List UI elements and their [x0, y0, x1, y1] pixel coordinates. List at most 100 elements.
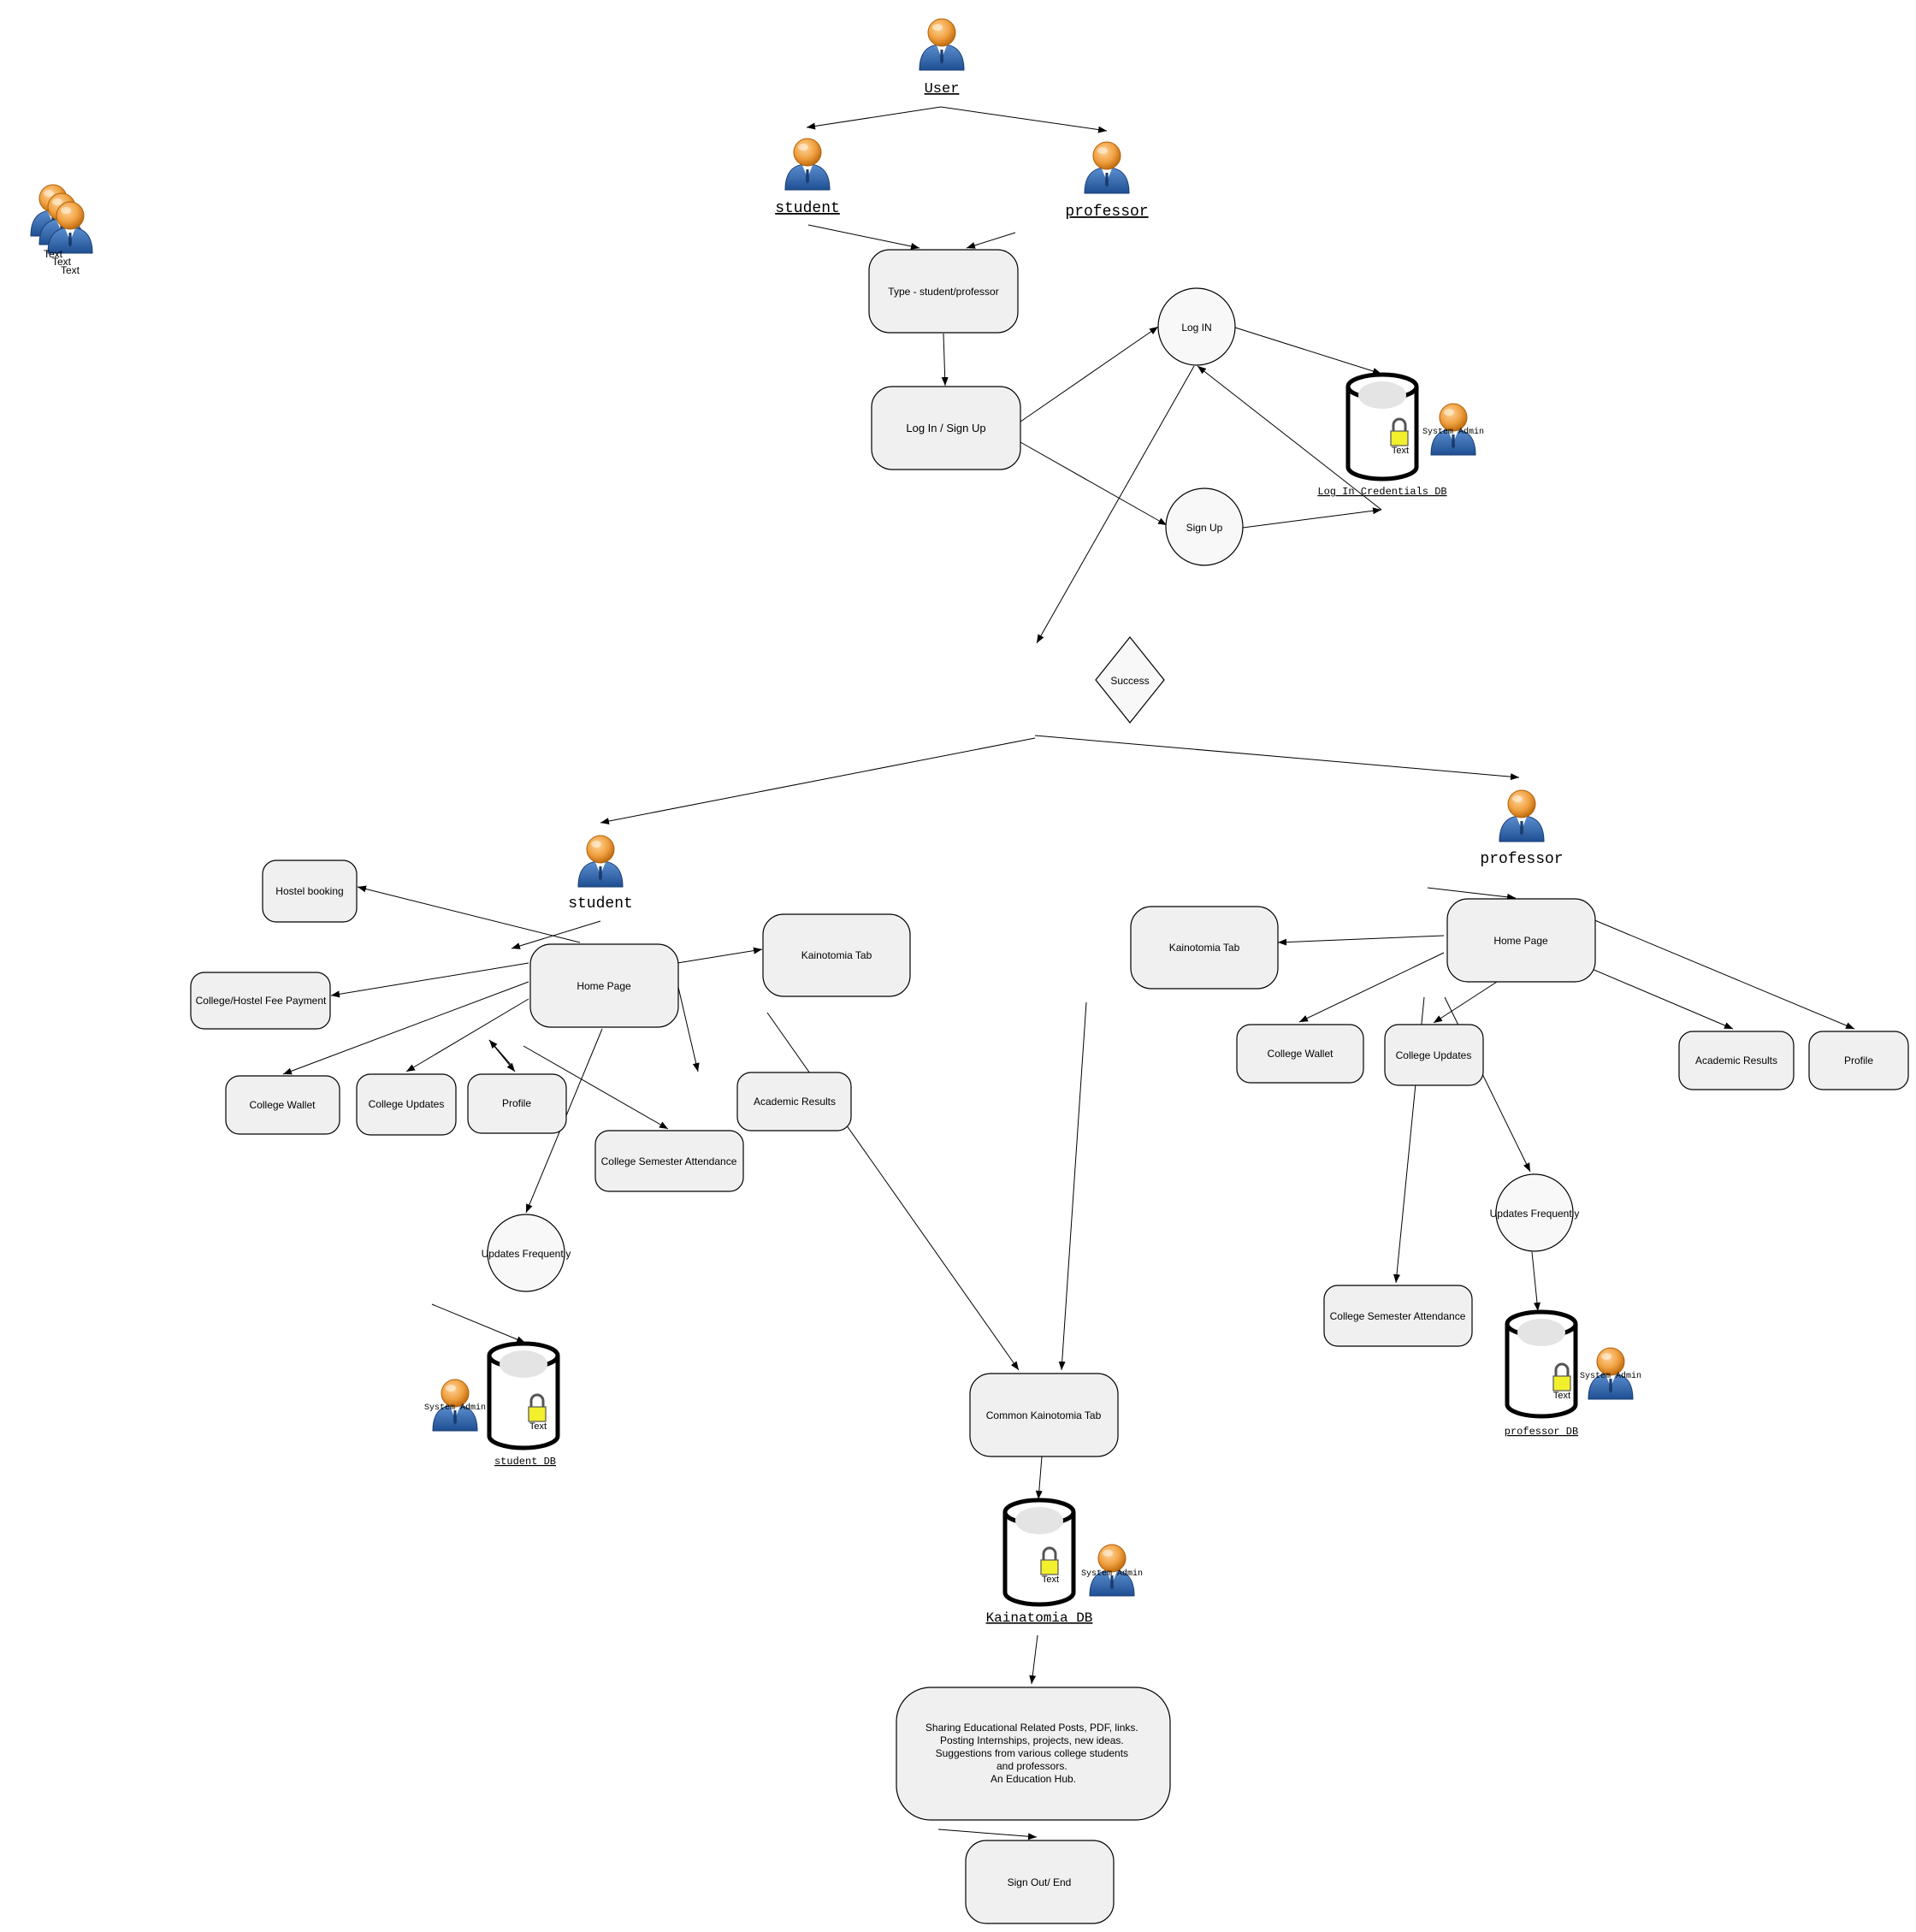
sharing-line: Sharing Educational Related Posts, PDF, … — [925, 1722, 1138, 1734]
connector-lines — [282, 106, 1855, 1840]
student-kainotomia-text: Kainotomia Tab — [801, 949, 872, 961]
professor-person-icon-2 — [1499, 789, 1545, 842]
edge-phome-wallet — [1298, 952, 1445, 1023]
edge-professor-home — [1427, 887, 1517, 901]
student-db: Text student DB — [487, 1341, 560, 1468]
edge-student-home — [511, 920, 601, 949]
professor-attendance-text: College Semester Attendance — [1330, 1310, 1466, 1322]
sharing-text: Sharing Educational Related Posts, PDF, … — [925, 1722, 1141, 1785]
professor-results-text: Academic Results — [1695, 1055, 1777, 1066]
hostel-booking-text: Hostel booking — [275, 885, 343, 897]
login-node[interactable]: Log IN — [1157, 287, 1236, 366]
professor-updfreq-text: Updates Frequently — [1490, 1208, 1580, 1220]
edge-home-hostel — [357, 885, 581, 943]
student-label-top: student — [775, 200, 840, 217]
db-cylinder-shade — [500, 1350, 547, 1378]
db-cylinder-shade — [1015, 1507, 1063, 1534]
kainatomia-admin-label: System Admin — [1081, 1569, 1143, 1579]
student-updates-box[interactable]: College Updates — [356, 1073, 457, 1136]
sign-out-text: Sign Out/ End — [1008, 1876, 1072, 1888]
edge-login-success — [1036, 365, 1195, 644]
hostel-booking-box[interactable]: Hostel booking — [262, 860, 358, 923]
professor-profile-box[interactable]: Profile — [1808, 1031, 1909, 1090]
professor-wallet-box[interactable]: College Wallet — [1236, 1024, 1364, 1084]
edge-type-login-signup — [941, 333, 949, 387]
credentials-db: Text Log In Credentials DB — [1317, 372, 1447, 498]
sharing-line: Posting Internships, projects, new ideas… — [940, 1734, 1124, 1746]
edge-db-sharing — [1029, 1634, 1038, 1685]
common-kainotomia-text: Common Kainotomia Tab — [986, 1409, 1102, 1421]
student-actor-top: student — [775, 138, 840, 217]
credentials-admin: System Admin — [1422, 403, 1484, 456]
student-home-box[interactable]: Home Page — [529, 943, 679, 1028]
professor-kainotomia-box[interactable]: Kainotomia Tab — [1130, 906, 1279, 990]
professor-updfreq-node[interactable]: Updates Frequently — [1490, 1173, 1580, 1252]
professor-db-label: professor DB — [1505, 1426, 1578, 1438]
edge-to-login — [1020, 326, 1159, 422]
group-label-2: Text — [52, 256, 72, 268]
professor-home-box[interactable]: Home Page — [1446, 898, 1596, 983]
signup-text: Sign Up — [1186, 522, 1223, 534]
signup-node[interactable]: Sign Up — [1165, 487, 1244, 566]
sharing-line: Suggestions from various college student… — [936, 1747, 1128, 1759]
edge-home-wallet — [282, 981, 529, 1075]
student-profile-box[interactable]: Profile — [467, 1073, 567, 1134]
professor-db: Text professor DB — [1505, 1309, 1578, 1438]
edge-kainotomia-common — [766, 1012, 1020, 1371]
professor-attendance-box[interactable]: College Semester Attendance — [1323, 1285, 1473, 1347]
success-decision[interactable]: Success — [1095, 636, 1165, 724]
edge-profile-down — [488, 1039, 516, 1072]
sharing-line: An Education Hub. — [991, 1773, 1076, 1785]
student-attendance-box[interactable]: College Semester Attendance — [594, 1130, 744, 1192]
user-person-icon — [919, 18, 965, 71]
edge-sharing-signout — [937, 1829, 1038, 1840]
student-actor: student — [568, 835, 633, 913]
kainatomia-db-lock-text: Text — [1042, 1575, 1059, 1585]
professor-kainotomia-text: Kainotomia Tab — [1169, 942, 1240, 954]
credentials-admin-label: System Admin — [1422, 427, 1484, 437]
edge-phome-kainotomia — [1277, 935, 1445, 946]
student-results-box[interactable]: Academic Results — [736, 1072, 852, 1131]
edge-common-db — [1035, 1456, 1043, 1500]
student-home-text: Home Page — [577, 980, 631, 992]
professor-home-text: Home Page — [1493, 935, 1548, 947]
professor-updates-box[interactable]: College Updates — [1384, 1024, 1484, 1086]
student-wallet-text: College Wallet — [250, 1099, 316, 1111]
type-box-text: Type - student/professor — [888, 286, 998, 298]
student-profile-text: Profile — [502, 1097, 531, 1109]
student-wallet-box[interactable]: College Wallet — [225, 1075, 340, 1135]
user-actor: User — [919, 18, 965, 97]
fee-payment-box[interactable]: College/Hostel Fee Payment — [190, 972, 331, 1030]
student-updfreq-node[interactable]: Updates Frequently — [482, 1214, 571, 1292]
db-cylinder-shade — [1358, 381, 1406, 409]
group-label-1: Text — [44, 248, 63, 260]
sharing-box[interactable]: Sharing Educational Related Posts, PDF, … — [896, 1687, 1171, 1821]
edge-home-fee — [330, 962, 529, 998]
db-cylinder-shade — [1517, 1319, 1565, 1346]
student-person-icon — [784, 138, 831, 191]
professor-results-box[interactable]: Academic Results — [1678, 1031, 1795, 1090]
edge-signup-db — [1242, 507, 1382, 529]
student-kainotomia-box[interactable]: Kainotomia Tab — [762, 913, 911, 997]
edge-login-db — [1234, 327, 1382, 375]
edge-phome-profile — [1592, 919, 1855, 1030]
kainatomia-db-label: Kainatomia DB — [986, 1610, 1093, 1626]
sign-out-box[interactable]: Sign Out/ End — [965, 1840, 1115, 1924]
student-person-icon-2 — [577, 835, 624, 888]
professor-label-top: professor — [1065, 204, 1148, 221]
edge-home-kainotomia — [677, 947, 763, 964]
type-box[interactable]: Type - student/professor — [868, 249, 1019, 334]
credentials-db-label: Log In Credentials DB — [1317, 486, 1446, 498]
professor-person-icon — [1084, 141, 1130, 194]
edge-user-professor — [940, 106, 1108, 133]
edge-updfreq-pdb — [1531, 1251, 1540, 1312]
login-signup-text: Log In / Sign Up — [906, 422, 985, 434]
common-kainotomia-box[interactable]: Common Kainotomia Tab — [969, 1373, 1119, 1457]
kainatomia-admin: System Admin — [1081, 1544, 1143, 1597]
group-icon: Text Text Text — [30, 184, 93, 276]
edge-phome-common — [1058, 1001, 1087, 1371]
student-admin-label: System Admin — [424, 1403, 486, 1413]
edge-user-student — [806, 106, 942, 130]
login-signup-box[interactable]: Log In / Sign Up — [871, 386, 1021, 470]
